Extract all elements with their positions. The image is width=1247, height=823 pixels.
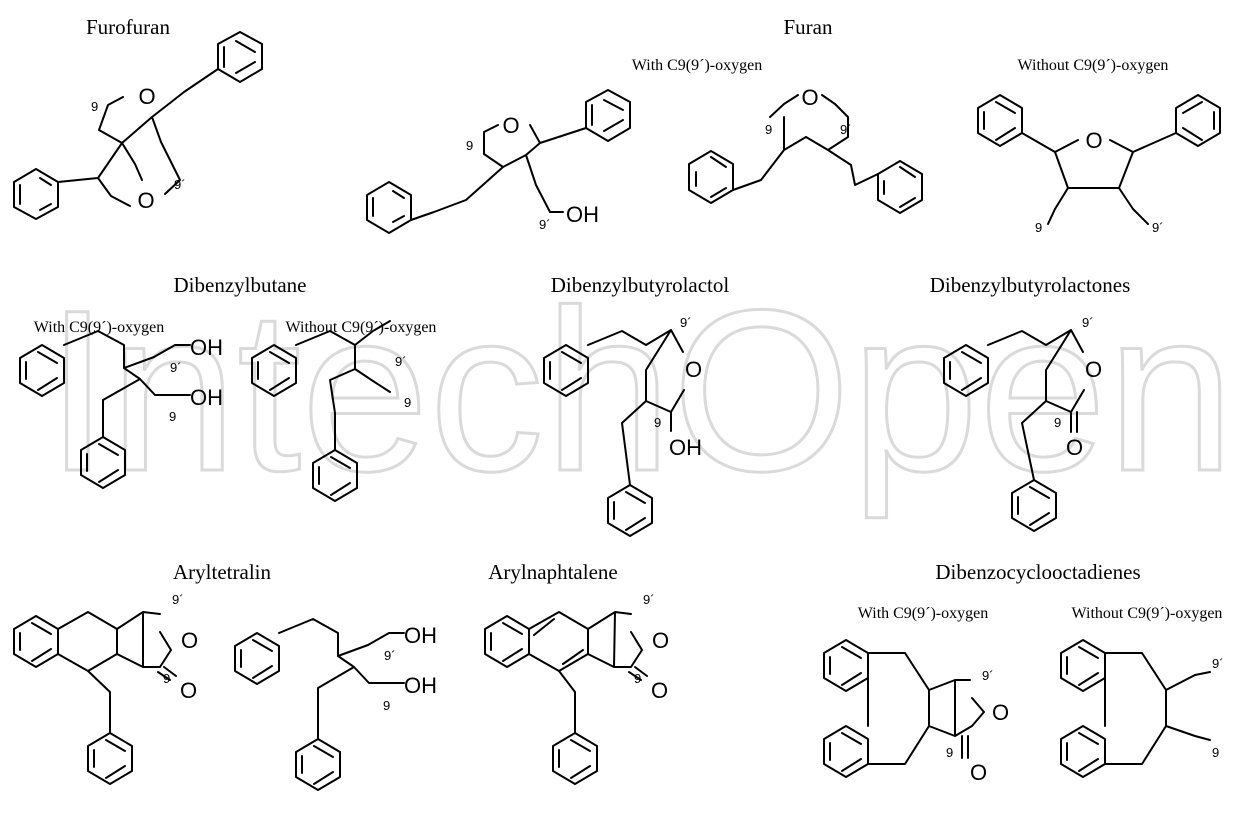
subheading-dibenzylbutane-without: Without C9(9´)-oxygen — [286, 319, 437, 336]
benzene-ring — [877, 160, 923, 214]
position-label: 9´ — [170, 360, 182, 375]
benzene-ring — [366, 181, 412, 234]
structure-dibenzylbutyrolactone: O O 9´ 9 — [943, 315, 1102, 532]
position-label: 9´ — [539, 217, 551, 232]
position-label: 9 — [1212, 745, 1219, 760]
structure-arylnaphtalene: O O 9´ 9 — [484, 592, 669, 785]
heading-dibenzocyclooctadienes: Dibenzocyclooctadienes — [935, 560, 1140, 584]
atom-oh: OH — [404, 673, 437, 698]
position-label: 9´ — [1152, 220, 1164, 235]
structure-dibenzocyclooctadiene-with-oxygen: O O 9´ 9 — [823, 639, 1009, 785]
position-label: 9 — [1054, 415, 1061, 430]
atom-o: O — [652, 628, 669, 653]
structure-dibenzylbutane-repeat: OH OH 9´ 9 — [234, 618, 437, 791]
structure-dibenzylbutyrolactol: O OH 9´ 9 — [543, 315, 702, 537]
structure-aryltetralin: O O 9´ 9 — [13, 592, 198, 785]
atom-oh: OH — [404, 623, 437, 648]
atom-oh: OH — [669, 435, 702, 460]
heading-furofuran: Furofuran — [86, 15, 170, 39]
structure-furan-without-oxygen: O 9 9´ — [977, 94, 1221, 235]
benzene-ring — [823, 725, 869, 778]
atom-o: O — [180, 678, 197, 703]
section-headings: Furofuran Furan With C9(9´)-oxygen Witho… — [34, 15, 1223, 622]
position-label: 9´ — [1082, 315, 1094, 330]
atom-o: O — [801, 85, 818, 110]
benzene-ring — [552, 732, 598, 785]
position-label: 9´ — [680, 315, 692, 330]
subheading-furan-with: With C9(9´)-oxygen — [632, 57, 762, 74]
benzene-ring — [1175, 94, 1221, 147]
position-label: 9´ — [982, 668, 994, 683]
heading-dibenzylbutyrolactol: Dibenzylbutyrolactol — [551, 273, 730, 297]
benzene-ring — [87, 732, 133, 785]
position-label: 9 — [634, 671, 641, 686]
position-label: 9´ — [172, 592, 184, 607]
benzene-ring — [19, 344, 65, 397]
benzene-ring — [607, 484, 653, 537]
position-label: 9´ — [384, 648, 396, 663]
position-label: 9´ — [174, 177, 186, 192]
benzene-ring — [543, 344, 589, 397]
position-label: 9 — [466, 138, 473, 153]
position-label: 9 — [1035, 220, 1042, 235]
atom-oh: OH — [566, 202, 599, 227]
structure-furan-with-oxygen: O 9 9´ — [688, 85, 923, 214]
position-label: 9´ — [643, 592, 655, 607]
heading-aryltetralin: Aryltetralin — [173, 560, 271, 584]
benzene-ring — [943, 344, 989, 397]
benzene-ring — [234, 632, 280, 685]
atom-o: O — [685, 357, 702, 382]
heading-furan: Furan — [784, 15, 833, 39]
structure-furan-aryl-oh: O OH 9 9´ — [366, 89, 631, 234]
atom-o: O — [970, 760, 987, 785]
atom-o: O — [138, 84, 155, 109]
position-label: 9´ — [840, 122, 852, 137]
atom-oh: OH — [190, 385, 223, 410]
subheading-furan-without: Without C9(9´)-oxygen — [1018, 57, 1169, 74]
benzene-ring — [217, 31, 263, 83]
atom-o: O — [1085, 128, 1102, 153]
benzene-ring — [1011, 479, 1057, 532]
position-label: 9´ — [1212, 656, 1224, 671]
position-label: 9 — [169, 409, 176, 424]
benzene-ring — [251, 344, 297, 397]
position-label: 9 — [91, 99, 98, 114]
position-label: 9 — [654, 415, 661, 430]
position-label: 9 — [765, 122, 772, 137]
benzene-ring — [977, 94, 1023, 147]
heading-dibenzylbutyrolactones: Dibenzylbutyrolactones — [930, 273, 1131, 297]
benzene-ring — [1060, 725, 1106, 778]
position-label: 9 — [163, 671, 170, 686]
watermark-text: IntechOpen — [45, 262, 1234, 519]
subheading-dbco-without: Without C9(9´)-oxygen — [1072, 605, 1223, 622]
heading-dibenzylbutane: Dibenzylbutane — [174, 273, 307, 297]
position-label: 9´ — [395, 354, 407, 369]
watermark: IntechOpen — [44, 261, 1236, 521]
atom-o: O — [181, 628, 198, 653]
benzene-ring — [312, 449, 358, 502]
atom-o: O — [1066, 435, 1083, 460]
atom-o: O — [502, 113, 519, 138]
atom-o: O — [137, 188, 154, 213]
position-label: 9 — [383, 698, 390, 713]
structure-dibenzylbutane-with-oxygen: OH OH 9´ 9 — [19, 330, 223, 489]
benzene-ring — [295, 738, 341, 791]
benzene-ring — [585, 89, 631, 142]
structure-dibenzylbutane-without-oxygen: 9´ 9 — [251, 320, 411, 502]
heading-arylnaphtalene: Arylnaphtalene — [488, 560, 617, 584]
position-label: 9 — [946, 745, 953, 760]
position-label: 9 — [404, 395, 411, 410]
atom-o: O — [651, 678, 668, 703]
atom-o: O — [1085, 357, 1102, 382]
benzene-ring — [80, 436, 126, 489]
atom-oh: OH — [190, 335, 223, 360]
subheading-dbco-with: With C9(9´)-oxygen — [858, 605, 988, 622]
subheading-dibenzylbutane-with: With C9(9´)-oxygen — [34, 319, 164, 336]
atom-o: O — [992, 700, 1009, 725]
structure-dibenzocyclooctadiene-without-oxygen: 9´ 9 — [1060, 639, 1224, 778]
structure-furofuran: O O 9 9´ — [13, 31, 263, 220]
